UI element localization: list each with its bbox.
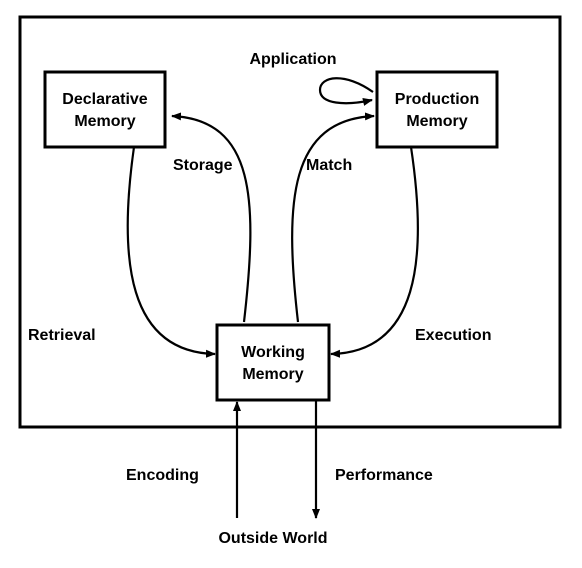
edge-execution — [330, 146, 419, 358]
node-working-line1: Working — [241, 344, 305, 361]
label-application: Application — [249, 51, 336, 68]
node-production-line2: Memory — [406, 113, 467, 130]
node-production-line1: Production — [395, 91, 479, 108]
edge-match — [291, 112, 375, 323]
label-encoding: Encoding — [126, 467, 199, 484]
node-declarative-line1: Declarative — [62, 91, 147, 108]
node-working-memory: Working Memory — [215, 323, 331, 402]
edge-retrieval — [126, 146, 216, 358]
label-storage: Storage — [173, 157, 233, 174]
edge-application-loop — [318, 77, 374, 106]
node-production-memory: Production Memory — [375, 70, 499, 149]
node-declarative-line2: Memory — [74, 113, 135, 130]
node-declarative-memory: Declarative Memory — [43, 70, 167, 149]
edge-storage — [171, 112, 252, 323]
label-match: Match — [306, 157, 352, 174]
label-retrieval: Retrieval — [28, 327, 96, 344]
label-performance: Performance — [335, 467, 433, 484]
label-outside-world: Outside World — [218, 530, 327, 547]
system-frame — [18, 15, 562, 429]
label-execution: Execution — [415, 327, 491, 344]
node-working-line2: Memory — [242, 366, 303, 383]
